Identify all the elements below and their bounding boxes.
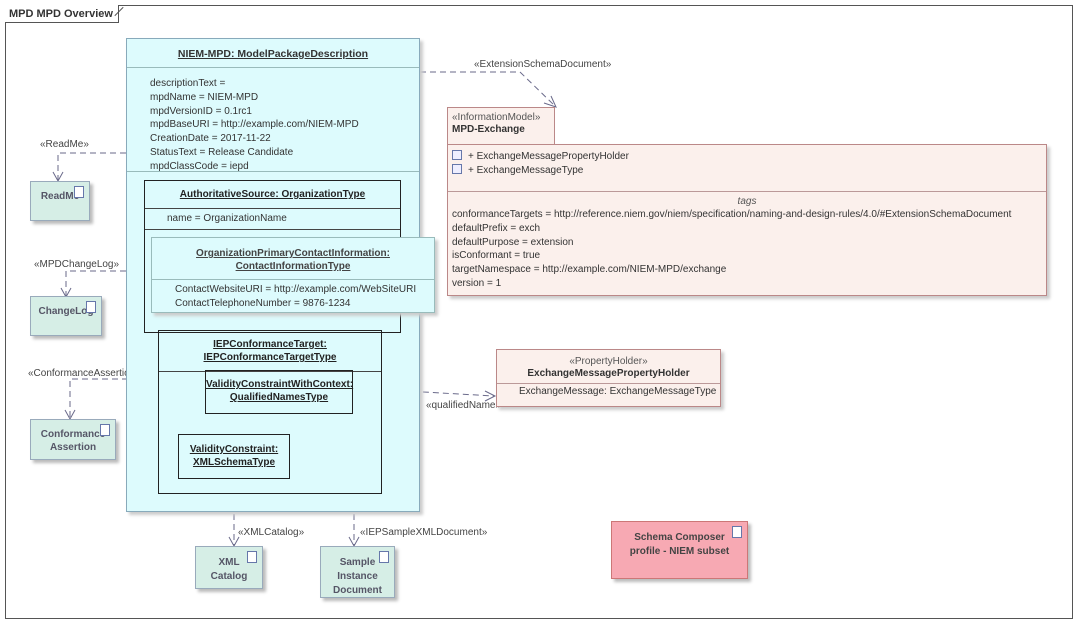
note-line2: profile - NIEM subset	[629, 546, 730, 557]
info-model-element: + ExchangeMessageType	[468, 165, 584, 176]
iep-target-divider	[159, 371, 381, 372]
info-model-divider	[448, 191, 1046, 192]
mpd-attribute: mpdVersionID = 0.1rc1	[150, 105, 252, 117]
contact-title-line1: OrganizationPrimaryContactInformation:	[196, 248, 390, 259]
diagram-frame	[5, 5, 1073, 619]
note-line1: Schema Composer	[634, 532, 725, 543]
conformance-assertion-document[interactable]: Conformance Assertion	[30, 419, 116, 460]
document-icon	[100, 424, 110, 436]
xmlcatalog-label-line1: XML	[218, 557, 240, 568]
edge-label-extension: «ExtensionSchemaDocument»	[474, 59, 612, 70]
xml-catalog-document[interactable]: XML Catalog	[195, 546, 263, 589]
property-holder-stereotype: «PropertyHolder»	[569, 356, 648, 367]
info-model-tag: defaultPurpose = extension	[452, 236, 574, 248]
info-model-package[interactable]: + ExchangeMessagePropertyHolder + Exchan…	[447, 144, 1047, 296]
changelog-label: ChangeLog	[38, 306, 94, 317]
contact-divider	[152, 279, 434, 280]
schema-composer-note[interactable]: Schema Composer profile - NIEM subset	[611, 521, 748, 579]
sample-label-line3: Document	[333, 585, 382, 596]
mpd-divider	[127, 171, 419, 172]
info-model-tag: version = 1	[452, 277, 502, 289]
diagram-frame-title: MPD MPD Overview	[5, 5, 119, 23]
authoritative-source-title: AuthoritativeSource: OrganizationType	[179, 189, 366, 200]
contact-attribute: ContactTelephoneNumber = 9876-1234	[175, 298, 351, 309]
info-model-tag: conformanceTargets = http://reference.ni…	[452, 209, 1012, 220]
validity-constraint-part[interactable]: ValidityConstraint: XMLSchemaType	[178, 434, 290, 479]
edge-label-sample: «IEPSampleXMLDocument»	[360, 527, 488, 538]
class-icon	[452, 150, 462, 160]
info-model-element: + ExchangeMessagePropertyHolder	[468, 151, 629, 162]
readme-document[interactable]: ReadMe	[30, 181, 90, 221]
edge-changelog	[65, 270, 126, 296]
info-model-tag: defaultPrefix = exch	[452, 222, 541, 234]
authoritative-source-divider	[145, 208, 400, 209]
conformance-label-line2: Assertion	[49, 442, 97, 453]
contact-title-line2: ContactInformationType	[235, 261, 351, 272]
property-holder-class[interactable]: «PropertyHolder» ExchangeMessageProperty…	[496, 349, 721, 407]
conformance-label-line1: Conformance	[40, 429, 106, 440]
document-icon	[732, 526, 742, 538]
property-holder-attribute: ExchangeMessage: ExchangeMessageType	[519, 386, 717, 397]
edge-extension	[420, 71, 556, 107]
validity-context-title-line1: ValidityConstraintWithContext:	[206, 379, 354, 390]
contact-information-part[interactable]: OrganizationPrimaryContactInformation: C…	[151, 237, 435, 313]
validity-title-line1: ValidityConstraint:	[189, 444, 279, 455]
authoritative-source-attribute: name = OrganizationName	[167, 213, 287, 224]
authoritative-source-divider	[145, 229, 400, 230]
document-icon	[86, 301, 96, 313]
info-model-stereotype: «InformationModel»	[452, 112, 541, 123]
mpd-attribute: mpdBaseURI = http://example.com/NIEM-MPD	[150, 119, 359, 131]
info-model-tag: isConformant = true	[452, 250, 541, 262]
edge-label-readme: «ReadMe»	[40, 139, 89, 150]
mpd-attribute: descriptionText =	[150, 78, 226, 89]
mpd-attribute: StatusText = Release Candidate	[150, 146, 294, 158]
readme-label: ReadMe	[40, 191, 80, 202]
edge-readme	[57, 152, 126, 180]
xmlcatalog-label-line2: Catalog	[210, 571, 248, 582]
edge-label-changelog: «MPDChangeLog»	[34, 259, 120, 270]
edge-label-qualified: «qualifiedName»	[426, 400, 502, 411]
changelog-document[interactable]: ChangeLog	[30, 296, 102, 336]
property-holder-name: ExchangeMessagePropertyHolder	[527, 368, 690, 379]
sample-label-line1: Sample	[339, 557, 376, 568]
document-icon	[379, 551, 389, 563]
contact-attribute: ContactWebsiteURI = http://example.com/W…	[175, 284, 417, 295]
mpd-attribute: mpdName = NIEM-MPD	[150, 91, 259, 103]
edge-conformance	[69, 378, 158, 418]
mpd-attribute-list: descriptionText = mpdName = NIEM-MPD mpd…	[127, 68, 419, 174]
validity-title-line2: XMLSchemaType	[192, 457, 276, 468]
mpd-attribute: mpdClassCode = iepd	[150, 160, 249, 172]
info-model-tags-heading: tags	[737, 196, 757, 207]
iep-target-title-line1: IEPConformanceTarget:	[213, 339, 327, 350]
info-model-name: MPD-Exchange	[452, 124, 525, 135]
class-icon	[452, 164, 462, 174]
iep-conformance-target-part[interactable]: IEPConformanceTarget: IEPConformanceTarg…	[158, 330, 382, 494]
sample-label-line2: Instance	[337, 571, 378, 582]
mpd-attribute: CreationDate = 2017-11-22	[150, 133, 271, 145]
info-model-tab[interactable]: «InformationModel» MPD-Exchange	[447, 107, 555, 145]
info-model-tag: targetNamespace = http://example.com/NIE…	[452, 264, 727, 276]
validity-constraint-with-context-part[interactable]: ValidityConstraintWithContext: Qualified…	[205, 370, 353, 414]
mpd-divider	[127, 67, 419, 68]
validity-context-title-line2: QualifiedNamesType	[229, 392, 329, 403]
sample-instance-document[interactable]: Sample Instance Document	[320, 546, 395, 598]
document-icon	[74, 186, 84, 198]
property-holder-divider	[497, 383, 720, 384]
edge-label-conformance: «ConformanceAssertion»	[28, 368, 141, 379]
edge-label-xmlcatalog: «XMLCatalog»	[238, 527, 305, 538]
mpd-class-title: NIEM-MPD: ModelPackageDescription	[177, 48, 369, 60]
document-icon	[247, 551, 257, 563]
iep-target-title-line2: IEPConformanceTargetType	[203, 352, 337, 363]
